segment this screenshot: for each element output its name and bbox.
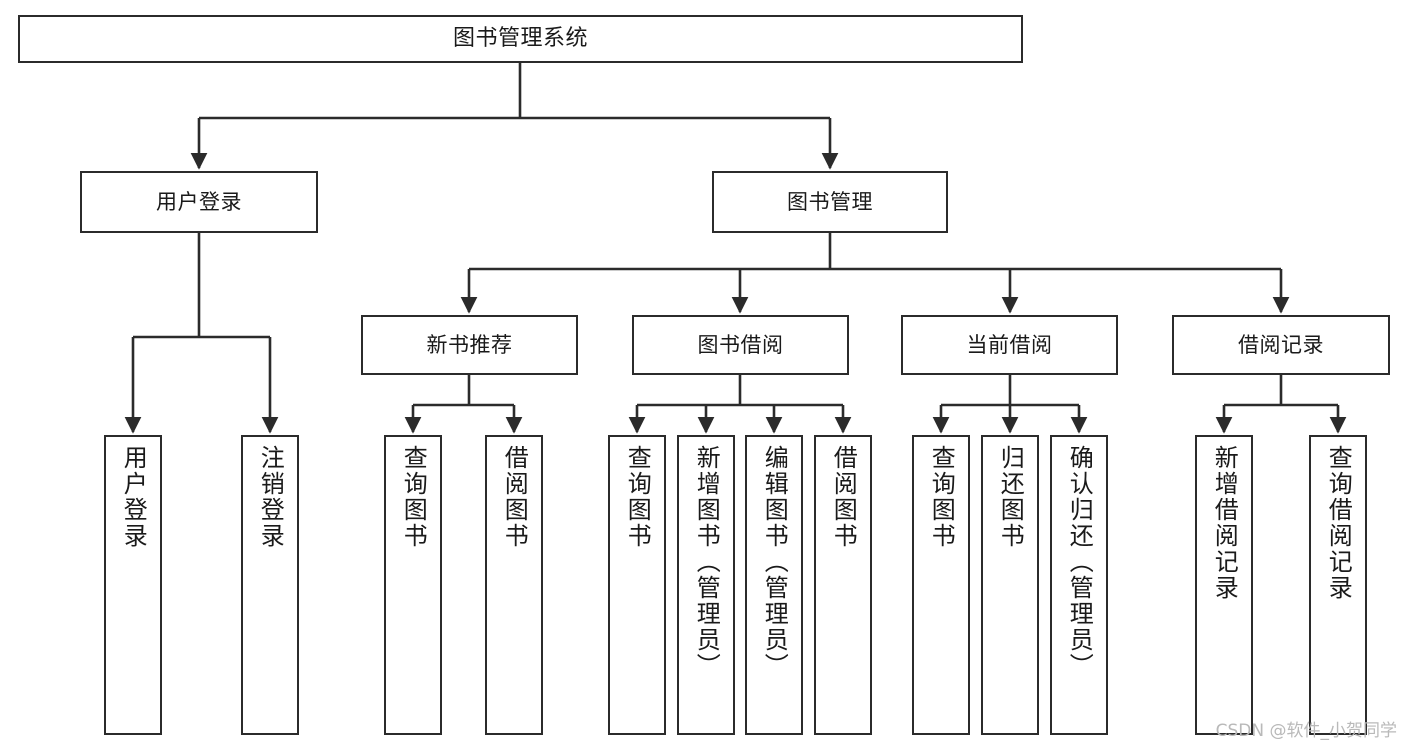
node-leaf-edit-book[interactable]: 编辑图书（管理员） xyxy=(745,435,803,735)
csdn-watermark: CSDN @软件_小贺同学 xyxy=(1215,721,1397,741)
node-book-manage[interactable]: 图书管理 xyxy=(712,171,948,233)
node-leaf-query-book-2-label: 查询图书 xyxy=(623,445,652,549)
node-user-login[interactable]: 用户登录 xyxy=(80,171,318,233)
node-new-book-recommend-label: 新书推荐 xyxy=(426,332,513,357)
node-leaf-logout[interactable]: 注销登录 xyxy=(241,435,299,735)
node-leaf-borrow-book-1-label: 借阅图书 xyxy=(500,445,529,549)
node-leaf-confirm-return[interactable]: 确认归还（管理员） xyxy=(1050,435,1108,735)
node-leaf-user-login-label: 用户登录 xyxy=(119,445,148,549)
node-leaf-query-book-1-label: 查询图书 xyxy=(399,445,428,549)
node-book-manage-label: 图书管理 xyxy=(787,189,873,214)
node-leaf-query-book-2[interactable]: 查询图书 xyxy=(608,435,666,735)
node-leaf-return-book-label: 归还图书 xyxy=(996,445,1025,549)
node-borrow-record-label: 借阅记录 xyxy=(1238,332,1324,357)
node-current-borrow[interactable]: 当前借阅 xyxy=(901,315,1118,375)
node-root-system[interactable]: 图书管理系统 xyxy=(18,15,1023,63)
node-user-login-label: 用户登录 xyxy=(156,189,242,214)
node-new-book-recommend[interactable]: 新书推荐 xyxy=(361,315,578,375)
node-leaf-confirm-return-label: 确认归还（管理员） xyxy=(1065,445,1094,679)
node-leaf-logout-label: 注销登录 xyxy=(256,445,285,549)
node-book-borrow[interactable]: 图书借阅 xyxy=(632,315,849,375)
node-leaf-add-book-label: 新增图书（管理员） xyxy=(692,445,721,679)
node-leaf-query-book-3[interactable]: 查询图书 xyxy=(912,435,970,735)
node-leaf-query-book-3-label: 查询图书 xyxy=(927,445,956,549)
node-leaf-return-book[interactable]: 归还图书 xyxy=(981,435,1039,735)
node-leaf-query-book-1[interactable]: 查询图书 xyxy=(384,435,442,735)
node-leaf-borrow-book-2-label: 借阅图书 xyxy=(829,445,858,549)
node-leaf-add-record[interactable]: 新增借阅记录 xyxy=(1195,435,1253,735)
node-root-label: 图书管理系统 xyxy=(452,26,588,52)
node-leaf-query-record[interactable]: 查询借阅记录 xyxy=(1309,435,1367,735)
node-leaf-add-book[interactable]: 新增图书（管理员） xyxy=(677,435,735,735)
node-leaf-user-login[interactable]: 用户登录 xyxy=(104,435,162,735)
node-leaf-query-record-label: 查询借阅记录 xyxy=(1324,445,1353,601)
node-leaf-borrow-book-1[interactable]: 借阅图书 xyxy=(485,435,543,735)
node-leaf-add-record-label: 新增借阅记录 xyxy=(1210,445,1239,601)
node-leaf-borrow-book-2[interactable]: 借阅图书 xyxy=(814,435,872,735)
node-current-borrow-label: 当前借阅 xyxy=(966,332,1053,357)
node-book-borrow-label: 图书借阅 xyxy=(697,332,784,357)
node-leaf-edit-book-label: 编辑图书（管理员） xyxy=(760,445,789,679)
node-borrow-record[interactable]: 借阅记录 xyxy=(1172,315,1390,375)
